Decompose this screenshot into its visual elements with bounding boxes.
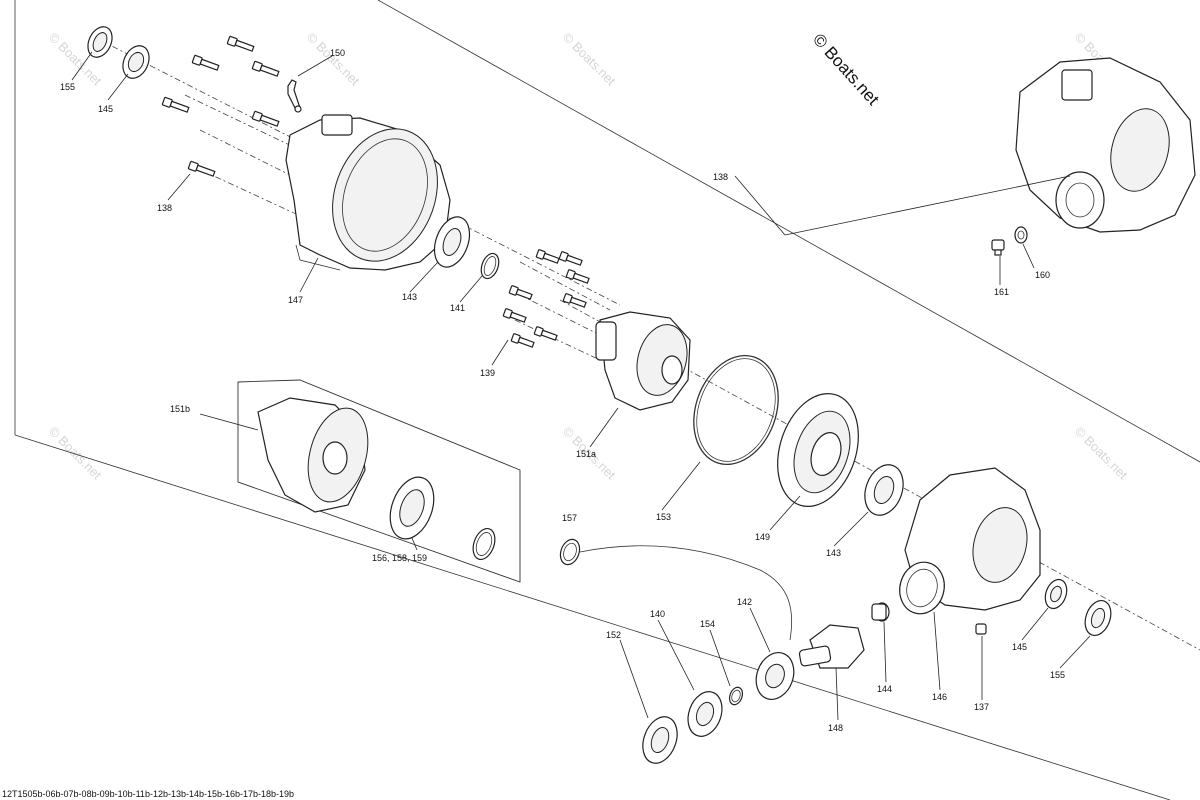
plug-137 — [975, 623, 987, 635]
callout-160: 160 — [1035, 270, 1050, 280]
watermark-8: © Boats.net — [1072, 424, 1131, 483]
seal-155-lower — [1084, 599, 1112, 637]
callout-138-right: 138 — [713, 172, 728, 182]
callout-139: 139 — [480, 368, 495, 378]
ring-141 — [480, 252, 500, 280]
pinion-148 — [798, 624, 865, 669]
leader-lines — [71, 51, 1091, 721]
callout-153: 153 — [656, 512, 671, 522]
callout-145-top: 145 — [98, 104, 113, 114]
ring-154 — [728, 686, 744, 706]
bearing-145-top — [122, 45, 150, 79]
callout-149: 149 — [755, 532, 770, 542]
callout-155-lower: 155 — [1050, 670, 1065, 680]
callout-143-lower: 143 — [826, 548, 841, 558]
assembled-unit — [1015, 57, 1196, 233]
callout-147: 147 — [288, 295, 303, 305]
seal-152 — [642, 716, 678, 764]
bearing-143-lower — [864, 464, 904, 516]
watermark-3: © Boats.net — [560, 30, 619, 89]
ring-157 — [559, 538, 793, 641]
callout-148: 148 — [828, 723, 843, 733]
seal-155-top — [87, 26, 113, 58]
housing-146 — [899, 467, 1041, 615]
callout-142: 142 — [737, 597, 752, 607]
bolts-138-cluster — [161, 35, 280, 177]
callout-144: 144 — [877, 684, 892, 694]
callout-151a: 151a — [576, 449, 596, 459]
ring-151b — [472, 527, 496, 561]
breather-fitting-150 — [287, 79, 302, 113]
differential-151b — [257, 397, 369, 513]
callout-137: 137 — [974, 702, 989, 712]
bolt-161 — [991, 239, 1005, 256]
subkit-box-151b — [237, 379, 521, 583]
callout-141: 141 — [450, 303, 465, 313]
callout-154: 154 — [700, 619, 715, 629]
watermark-5: © Boats.net — [46, 424, 105, 483]
callout-145-lower: 145 — [1012, 642, 1027, 652]
copyright-notice: © Boats.net — [809, 30, 883, 109]
watermarks: © Boats.net © Boats.net © Boats.net © Bo… — [46, 30, 1131, 483]
bearing-142 — [755, 652, 795, 700]
o-ring-153 — [693, 354, 779, 466]
bearing-145-lower — [1044, 578, 1068, 610]
callout-150: 150 — [330, 48, 345, 58]
callout-138-left: 138 — [157, 203, 172, 213]
watermark-2: © Boats.net — [304, 30, 363, 89]
washer-160 — [1014, 226, 1028, 244]
callout-146: 146 — [932, 692, 947, 702]
ring-gear-149 — [777, 393, 859, 507]
callout-152: 152 — [606, 630, 621, 640]
callout-labels: 155 145 150 138 147 143 141 139 151a 151… — [60, 48, 1065, 733]
nut-140 — [687, 691, 723, 737]
bushing-144 — [871, 602, 890, 622]
callout-156-158-159: 156, 158, 159 — [372, 553, 427, 563]
housing-147 — [285, 114, 451, 271]
callout-143-upper: 143 — [402, 292, 417, 302]
differential-151a — [595, 311, 691, 411]
frame — [14, 0, 1200, 800]
callout-155-top: 155 — [60, 82, 75, 92]
bearing-143-upper — [433, 216, 471, 268]
footer-code: 12T1505b-06b-07b-08b-09b-10b-11b-12b-13b… — [2, 789, 294, 799]
callout-140: 140 — [650, 609, 665, 619]
shim-156 — [389, 476, 435, 540]
callout-161: 161 — [994, 287, 1009, 297]
callout-157: 157 — [562, 513, 577, 523]
callout-151b: 151b — [170, 404, 190, 414]
bolts-139-cluster — [502, 249, 590, 348]
